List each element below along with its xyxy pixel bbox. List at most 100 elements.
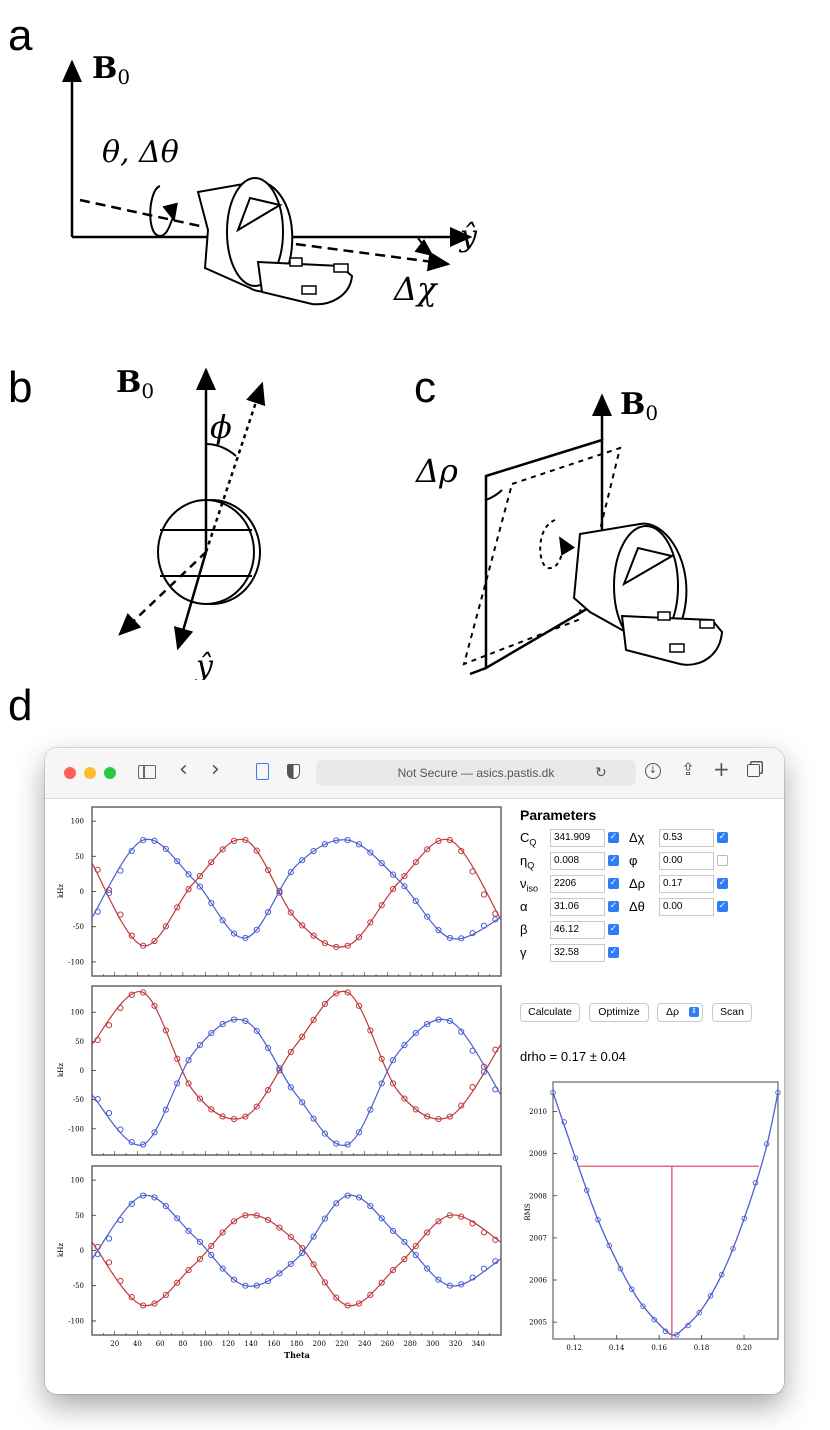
- optimize-button[interactable]: Optimize: [589, 1003, 649, 1022]
- red-data-point: [469, 1220, 476, 1227]
- blue-data-point: [458, 1028, 465, 1035]
- param-input[interactable]: 46.12: [550, 921, 605, 939]
- red-data-point: [174, 1055, 181, 1062]
- plot-1-ylabel: kHz: [57, 884, 65, 898]
- scan-button[interactable]: Scan: [712, 1003, 752, 1022]
- blue-data-point: [185, 871, 192, 878]
- red-data-point: [344, 942, 351, 949]
- red-data-point: [287, 1233, 294, 1241]
- param-input[interactable]: 341.909: [550, 829, 605, 847]
- blue-data-point: [117, 867, 124, 874]
- blue-data-point: [389, 1057, 397, 1064]
- red-data-point: [105, 1022, 113, 1029]
- y-tick-label: 2005: [529, 1319, 547, 1327]
- rms-data-point: [764, 1141, 770, 1147]
- param-checkbox[interactable]: ✓: [608, 924, 619, 935]
- red-data-point: [492, 1046, 499, 1053]
- red-data-point: [128, 991, 135, 998]
- blue-data-point: [435, 926, 442, 934]
- new-tab-icon[interactable]: +: [713, 757, 730, 781]
- param-input[interactable]: 31.06: [550, 898, 605, 916]
- x-tick-label: 240: [358, 1340, 371, 1348]
- param-input[interactable]: 0.53: [659, 829, 714, 847]
- red-data-point: [162, 1027, 169, 1034]
- param-checkbox[interactable]: ✓: [608, 832, 619, 843]
- rms-plot-ylabel: RMS: [524, 1203, 532, 1220]
- rms-data-point: [662, 1328, 669, 1335]
- minimize-window-button[interactable]: [84, 767, 96, 779]
- red-data-point: [242, 836, 249, 844]
- y-tick-label: -50: [73, 1096, 84, 1104]
- forward-icon[interactable]: ›: [211, 757, 220, 782]
- param-checkbox[interactable]: ✓: [608, 901, 619, 912]
- red-data-point: [151, 937, 158, 945]
- blue-data-point: [299, 1099, 306, 1106]
- shield-icon[interactable]: [287, 764, 300, 779]
- back-icon[interactable]: ‹: [179, 757, 188, 782]
- param-input[interactable]: 0.00: [659, 898, 714, 916]
- param-input[interactable]: 2206: [550, 875, 605, 893]
- param-checkbox[interactable]: ✓: [608, 878, 619, 889]
- red-data-point: [355, 1002, 363, 1009]
- blue-data-point: [458, 935, 465, 942]
- blue-data-point: [208, 1251, 215, 1259]
- param-checkbox[interactable]: ✓: [717, 878, 728, 889]
- blue-data-point: [389, 1227, 397, 1235]
- download-icon[interactable]: ↓: [645, 763, 661, 779]
- blue-data-point: [174, 1215, 181, 1222]
- blue-data-point: [253, 1027, 260, 1034]
- b0-label-b: B0: [116, 365, 154, 403]
- address-bar[interactable]: Not Secure — asics.pastis.dk: [316, 760, 636, 786]
- blue-data-point: [94, 1095, 101, 1103]
- blue-data-point: [469, 930, 476, 937]
- blue-data-point: [242, 1282, 249, 1289]
- red-data-point: [105, 1259, 113, 1266]
- red-data-point: [412, 1242, 419, 1250]
- blue-data-point: [378, 1215, 385, 1222]
- page-icon[interactable]: [256, 763, 269, 780]
- blue-data-point: [196, 883, 204, 890]
- close-window-button[interactable]: [64, 767, 76, 779]
- rms-data-point: [685, 1322, 691, 1329]
- param-input[interactable]: 0.008: [550, 852, 605, 870]
- red-data-point: [333, 943, 340, 951]
- param-input[interactable]: 0.17: [659, 875, 714, 893]
- parameter-select[interactable]: Δρ ⇕: [657, 1003, 703, 1022]
- red-data-point: [94, 866, 101, 873]
- param-checkbox[interactable]: [717, 855, 728, 866]
- red-data-point: [480, 891, 488, 898]
- x-tick-label: 320: [449, 1340, 462, 1348]
- param-input[interactable]: 0.00: [659, 852, 714, 870]
- theta-label: θ, Δθ: [102, 135, 179, 170]
- diagram-a: B0 θ, Δθ ŷ Δχ: [62, 51, 478, 308]
- sidebar-icon[interactable]: [138, 765, 156, 779]
- param-input[interactable]: 32.58: [550, 944, 605, 962]
- reload-icon[interactable]: ↻: [595, 765, 607, 781]
- calculate-button[interactable]: Calculate: [520, 1003, 580, 1022]
- red-data-point: [412, 859, 419, 866]
- param-label: ηQ: [520, 853, 535, 871]
- blue-data-point: [401, 883, 408, 890]
- tabs-overview-icon[interactable]: [747, 764, 760, 777]
- zoom-window-button[interactable]: [104, 767, 116, 779]
- param-label: νiso: [520, 876, 539, 894]
- param-checkbox[interactable]: ✓: [608, 947, 619, 958]
- red-data-point: [321, 1000, 329, 1008]
- red-data-point: [446, 1113, 453, 1120]
- blue-data-point: [219, 917, 226, 924]
- param-checkbox[interactable]: ✓: [717, 832, 728, 843]
- red-data-point: [208, 1242, 215, 1250]
- param-label: Δχ: [629, 830, 645, 845]
- x-tick-label: 140: [244, 1340, 257, 1348]
- param-checkbox[interactable]: ✓: [717, 901, 728, 912]
- red-data-point: [208, 1106, 215, 1113]
- b0-label-c: B0: [620, 387, 658, 425]
- param-checkbox[interactable]: ✓: [608, 855, 619, 866]
- rms-data-point: [775, 1089, 781, 1096]
- red-data-point: [321, 1279, 329, 1286]
- param-label: Δθ: [629, 899, 645, 914]
- blue-data-point: [162, 1203, 169, 1210]
- blue-data-point: [446, 934, 453, 942]
- share-icon[interactable]: ⇪: [681, 760, 696, 780]
- y-tick-label: 2006: [529, 1277, 547, 1285]
